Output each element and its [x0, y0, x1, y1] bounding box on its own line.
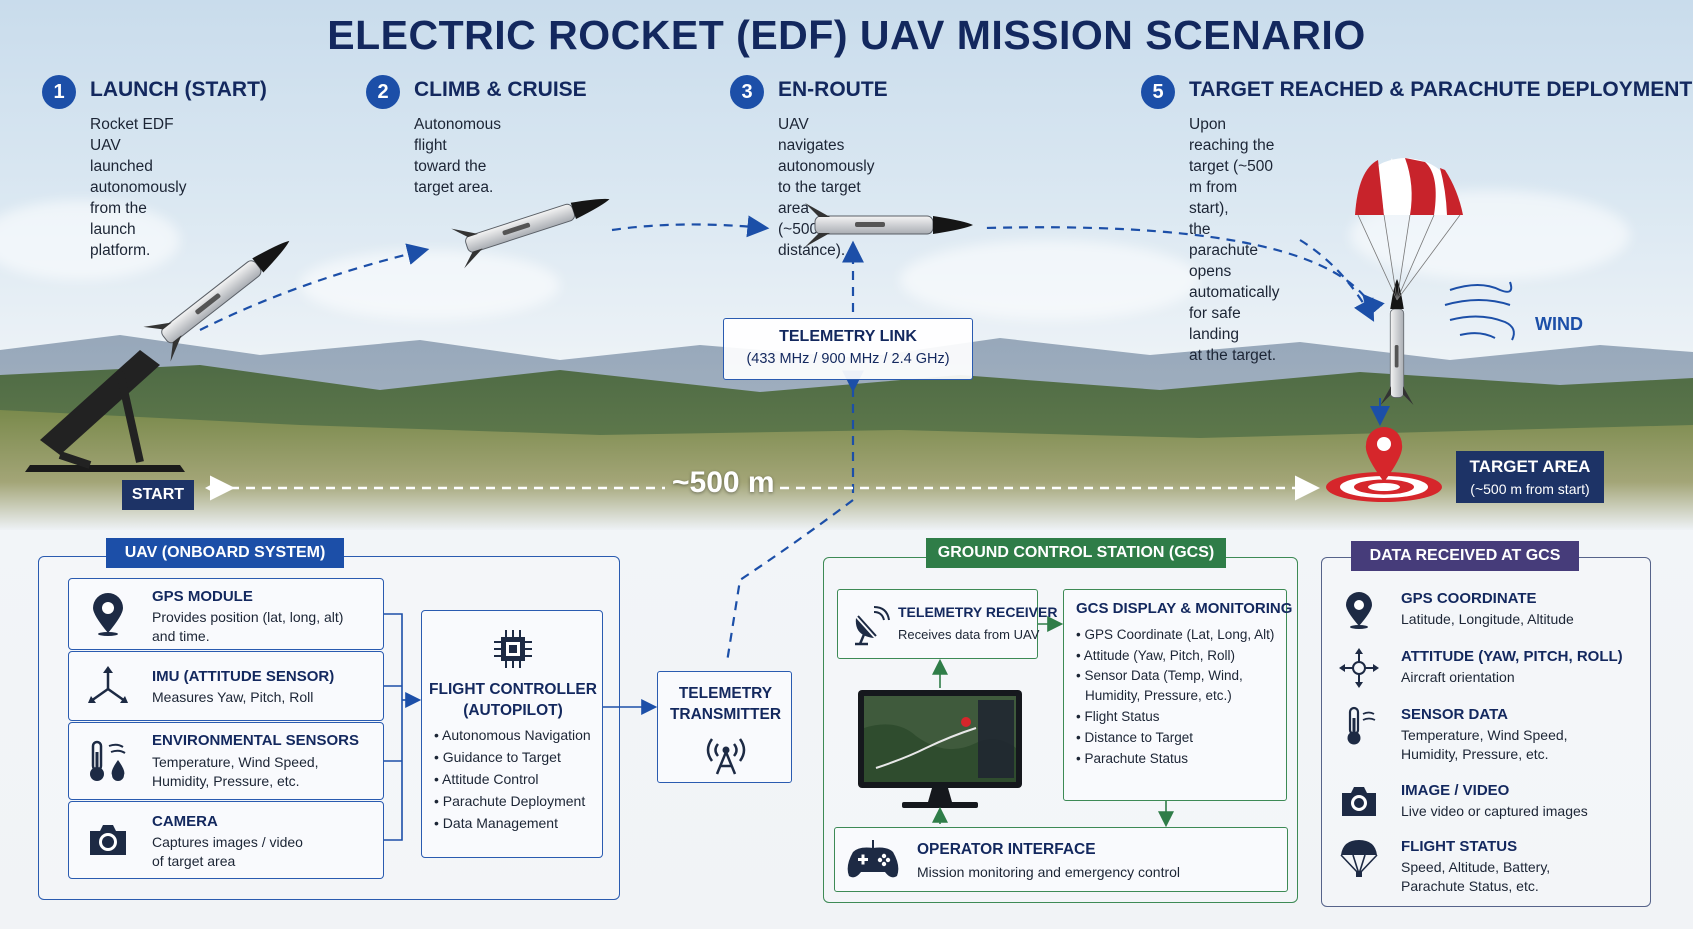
- receiver-description: Receives data from UAV: [898, 627, 1040, 642]
- gcs-monitor-icon: [858, 690, 1022, 808]
- card-description: Provides position (lat, long, alt) and t…: [152, 609, 344, 644]
- data-item-title: FLIGHT STATUS: [1401, 838, 1518, 855]
- list-item: Autonomous Navigation: [434, 724, 591, 746]
- step-title: LAUNCH (START): [90, 78, 267, 101]
- card-description: Captures images / video of target area: [152, 834, 303, 869]
- list-item: Attitude Control: [434, 768, 591, 790]
- path-arrow: [611, 215, 770, 238]
- card-title: CAMERA: [152, 813, 218, 830]
- antenna-icon: [706, 738, 746, 775]
- card-title: GPS MODULE: [152, 588, 253, 605]
- gamepad-icon: [847, 840, 899, 878]
- data-received-panel: [1321, 557, 1651, 907]
- rocket-climb: [450, 178, 617, 269]
- satellite-dish-icon: [855, 606, 890, 646]
- step-number: 5: [1141, 75, 1175, 109]
- camera-icon: [90, 825, 126, 855]
- gcs-panel-tag: GROUND CONTROL STATION (GCS): [926, 538, 1226, 568]
- target-area-title: TARGET AREA: [1469, 457, 1591, 476]
- data-panel-tag: DATA RECEIVED AT GCS: [1351, 541, 1579, 571]
- target-area-label: TARGET AREA (~500 m from start): [1456, 451, 1604, 503]
- list-item: Sensor Data (Temp, Wind,: [1076, 666, 1274, 685]
- path-arrow: [1299, 239, 1375, 322]
- flight-controller-title: FLIGHT CONTROLLER (AUTOPILOT): [429, 681, 597, 719]
- list-item: GPS Coordinate (Lat, Long, Alt): [1076, 624, 1274, 645]
- data-item-description: Latitude, Longitude, Altitude: [1401, 611, 1574, 627]
- operator-title: OPERATOR INTERFACE: [917, 841, 1096, 858]
- page-title: ELECTRIC ROCKET (EDF) UAV MISSION SCENAR…: [327, 12, 1366, 58]
- telemetry-transmitter-box: TELEMETRY TRANSMITTER: [657, 671, 792, 783]
- gcs-display-card: GCS DISPLAY & MONITORING GPS Coordinate …: [1063, 589, 1292, 801]
- list-item: Parachute Deployment: [434, 790, 591, 812]
- display-title: GCS DISPLAY & MONITORING: [1076, 600, 1293, 617]
- target-icon: [1326, 427, 1442, 502]
- path-arrow: [199, 243, 430, 331]
- data-item-title: GPS COORDINATE: [1401, 590, 1537, 607]
- step-number: 1: [42, 75, 76, 109]
- thermometer-drop-icon: [90, 740, 126, 781]
- list-item: Distance to Target: [1076, 727, 1274, 748]
- step-description: Rocket EDF UAV launched autonomously fro…: [90, 116, 187, 259]
- list-item: Guidance to Target: [434, 746, 591, 768]
- gcs-display-list: GPS Coordinate (Lat, Long, Alt) Attitude…: [1076, 624, 1275, 769]
- card-description: Temperature, Wind Speed, Humidity, Press…: [152, 754, 319, 789]
- thermometer-icon: [1347, 706, 1376, 745]
- transmitter-title: TELEMETRY TRANSMITTER: [669, 685, 782, 723]
- card-title: ENVIRONMENTAL SENSORS: [152, 732, 359, 749]
- environmental-sensors-card: ENVIRONMENTAL SENSORS Temperature, Wind …: [68, 722, 384, 800]
- list-item-continued: Humidity, Pressure, etc.): [1085, 688, 1232, 703]
- telemetry-link-title: TELEMETRY LINK: [779, 328, 917, 345]
- operator-description: Mission monitoring and emergency control: [917, 864, 1181, 880]
- step-title: EN-ROUTE: [778, 78, 888, 101]
- telemetry-link-frequencies: (433 MHz / 900 MHz / 2.4 GHz): [746, 351, 950, 367]
- list-item: Flight Status: [1076, 706, 1274, 727]
- data-item-description: Live video or captured images: [1401, 803, 1588, 819]
- wind-label: WIND: [1535, 314, 1583, 334]
- step-description: Autonomous flight toward the target area…: [414, 116, 502, 196]
- data-item-title: SENSOR DATA: [1401, 706, 1508, 723]
- crosshair-icon: [1339, 648, 1379, 688]
- card-description: Measures Yaw, Pitch, Roll: [152, 689, 314, 705]
- telemetry-link-label: TELEMETRY LINK (433 MHz / 900 MHz / 2.4 …: [723, 318, 973, 380]
- parachute-icon: [1355, 158, 1463, 301]
- distance-label: ~500 m: [672, 466, 775, 499]
- list-item: Attitude (Yaw, Pitch, Roll): [1076, 645, 1274, 666]
- map-pin-icon: [93, 593, 123, 636]
- step-number: 2: [366, 75, 400, 109]
- start-label: START: [122, 480, 194, 510]
- card-title: IMU (ATTITUDE SENSOR): [152, 668, 335, 685]
- rocket-en-route: [804, 202, 974, 248]
- flight-controller-list: Autonomous Navigation Guidance to Target…: [434, 724, 591, 834]
- rocket-launch: [142, 222, 304, 363]
- flight-controller-box: FLIGHT CONTROLLER (AUTOPILOT) Autonomous…: [421, 610, 603, 858]
- data-item-description: Speed, Altitude, Battery, Parachute Stat…: [1401, 859, 1551, 894]
- camera-card: CAMERA Captures images / video of target…: [68, 801, 384, 879]
- receiver-title: TELEMETRY RECEIVER: [898, 604, 1058, 620]
- list-item: Data Management: [434, 812, 591, 834]
- launch-platform: [25, 350, 185, 472]
- target-area-subtitle: (~500 m from start): [1470, 481, 1590, 497]
- telemetry-receiver-card: TELEMETRY RECEIVER Receives data from UA…: [837, 589, 1057, 659]
- data-item-title: IMAGE / VIDEO: [1401, 782, 1510, 799]
- imu-card: IMU (ATTITUDE SENSOR) Measures Yaw, Pitc…: [68, 651, 384, 721]
- step-title: TARGET REACHED & PARACHUTE DEPLOYMENT: [1189, 78, 1693, 101]
- data-item-description: Temperature, Wind Speed, Humidity, Press…: [1401, 727, 1568, 762]
- step-title: CLIMB & CRUISE: [414, 78, 587, 101]
- uav-panel-tag: UAV (ONBOARD SYSTEM): [106, 538, 344, 568]
- operator-interface-card: OPERATOR INTERFACE Mission monitoring an…: [834, 827, 1288, 892]
- step-number: 3: [730, 75, 764, 109]
- path-arrow: [984, 226, 1385, 318]
- chip-icon: [494, 630, 532, 668]
- wind-icon: [1444, 281, 1515, 341]
- camera-icon: [1342, 787, 1376, 816]
- axes-icon: [88, 666, 128, 703]
- map-pin-icon: [1346, 592, 1372, 629]
- gps-module-card: GPS MODULE Provides position (lat, long,…: [68, 578, 384, 650]
- parachute-icon: [1340, 840, 1378, 877]
- data-item-description: Aircraft orientation: [1401, 669, 1515, 685]
- step-description: Upon reaching the target (~500 m from st…: [1189, 116, 1280, 364]
- list-item: Parachute Status: [1076, 748, 1274, 769]
- data-item-title: ATTITUDE (YAW, PITCH, ROLL): [1401, 648, 1623, 665]
